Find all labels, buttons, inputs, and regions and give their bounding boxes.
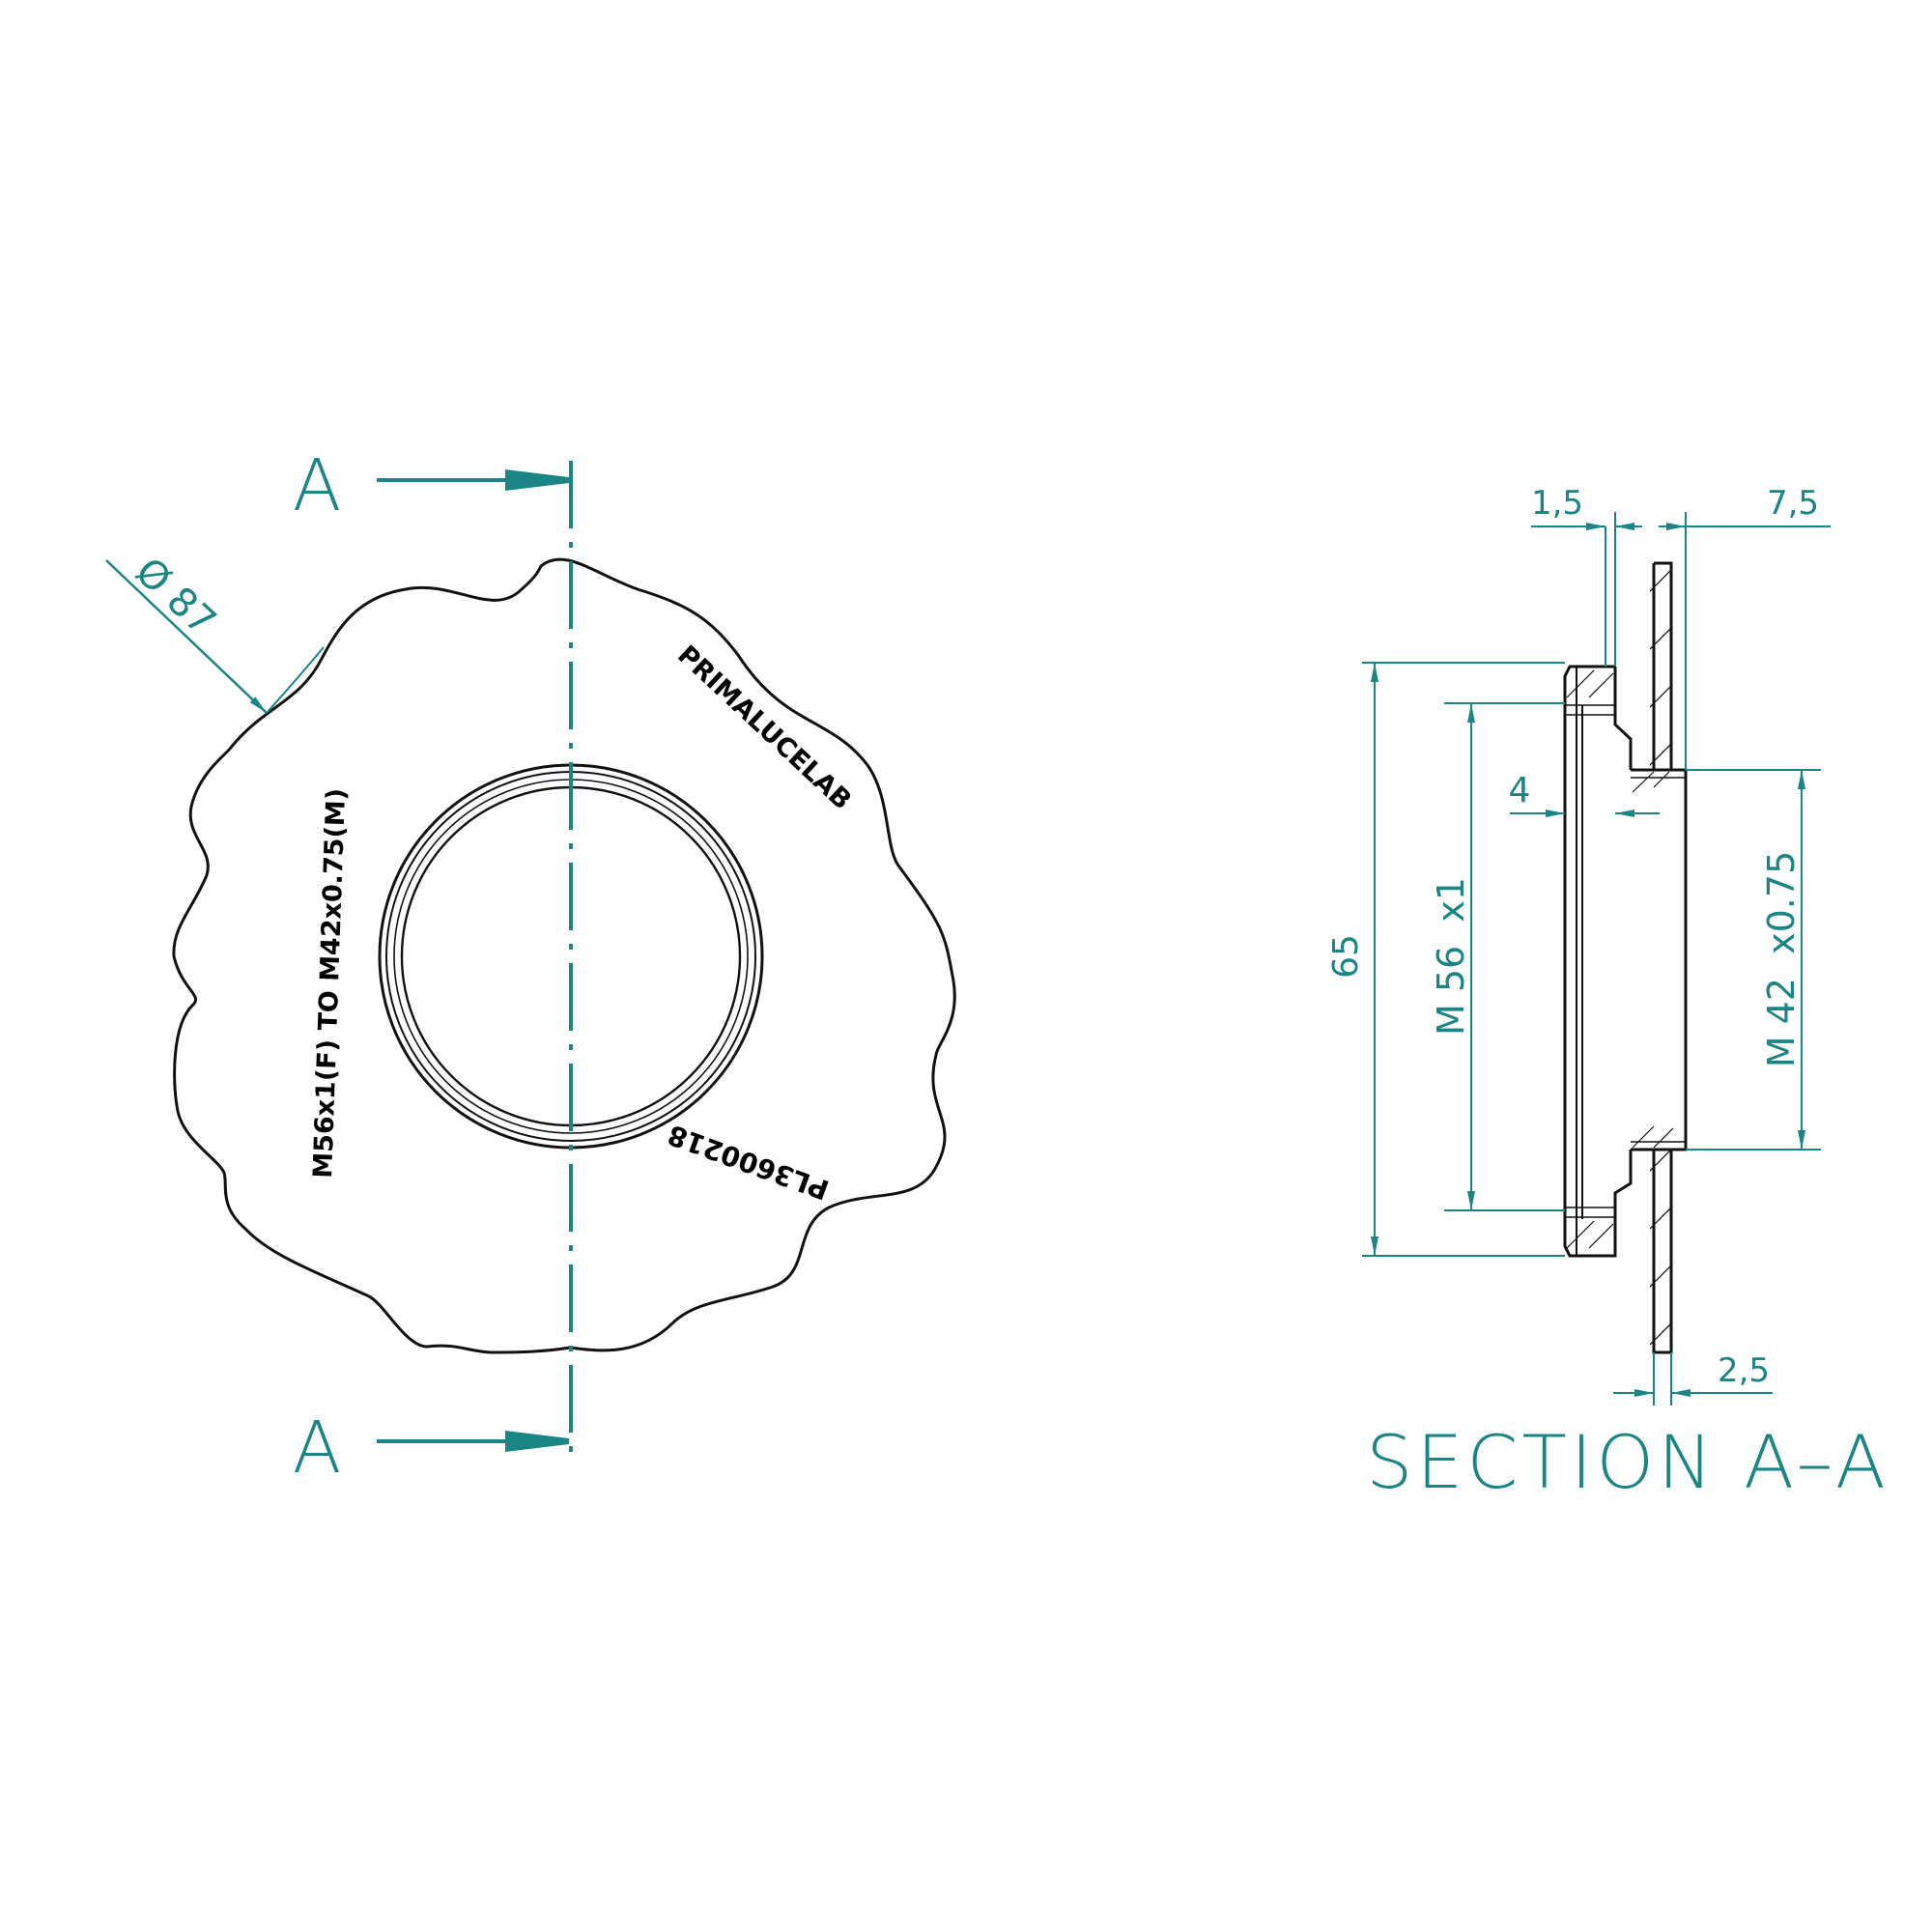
female-thread-ring (1563, 665, 1633, 1258)
dim-7-5: 7,5 (1767, 484, 1819, 523)
section-title: SECTION A–A (1366, 1419, 1889, 1505)
dim-m56-thread: M 56 x1 (1430, 877, 1472, 1036)
diameter-arc (266, 646, 325, 714)
extension-lines (1362, 512, 1821, 1406)
front-view: A A Ø 87 PRIMALUCELAB M56x1(F) TO M42x0.… (105, 444, 956, 1490)
cut-label-bottom: A (293, 1406, 342, 1490)
dim-2-5: 2,5 (1718, 1351, 1770, 1390)
dim-m42-thread: M 42 x0.75 (1760, 851, 1803, 1067)
flange-plate (1650, 561, 1673, 1354)
dim-4: 4 (1509, 771, 1531, 810)
diameter-dimension: Ø 87 (127, 550, 224, 645)
section-view: 1,5 7,5 4 65 M 56 x1 M 42 x0.75 2,5 SECT… (1326, 484, 1889, 1505)
dim-1-5: 1,5 (1531, 484, 1583, 523)
male-thread-boss (1631, 768, 1688, 1151)
engraving-thread: M56x1(F) TO M42x0.75(M) (308, 787, 352, 1179)
engraving-part: PL3600218 (664, 1119, 833, 1207)
knob-outline (172, 557, 956, 1354)
cut-label-top: A (293, 444, 342, 527)
diameter-leader (105, 559, 268, 714)
engraving-brand: PRIMALUCELAB (671, 639, 857, 815)
dim-65: 65 (1326, 934, 1366, 979)
